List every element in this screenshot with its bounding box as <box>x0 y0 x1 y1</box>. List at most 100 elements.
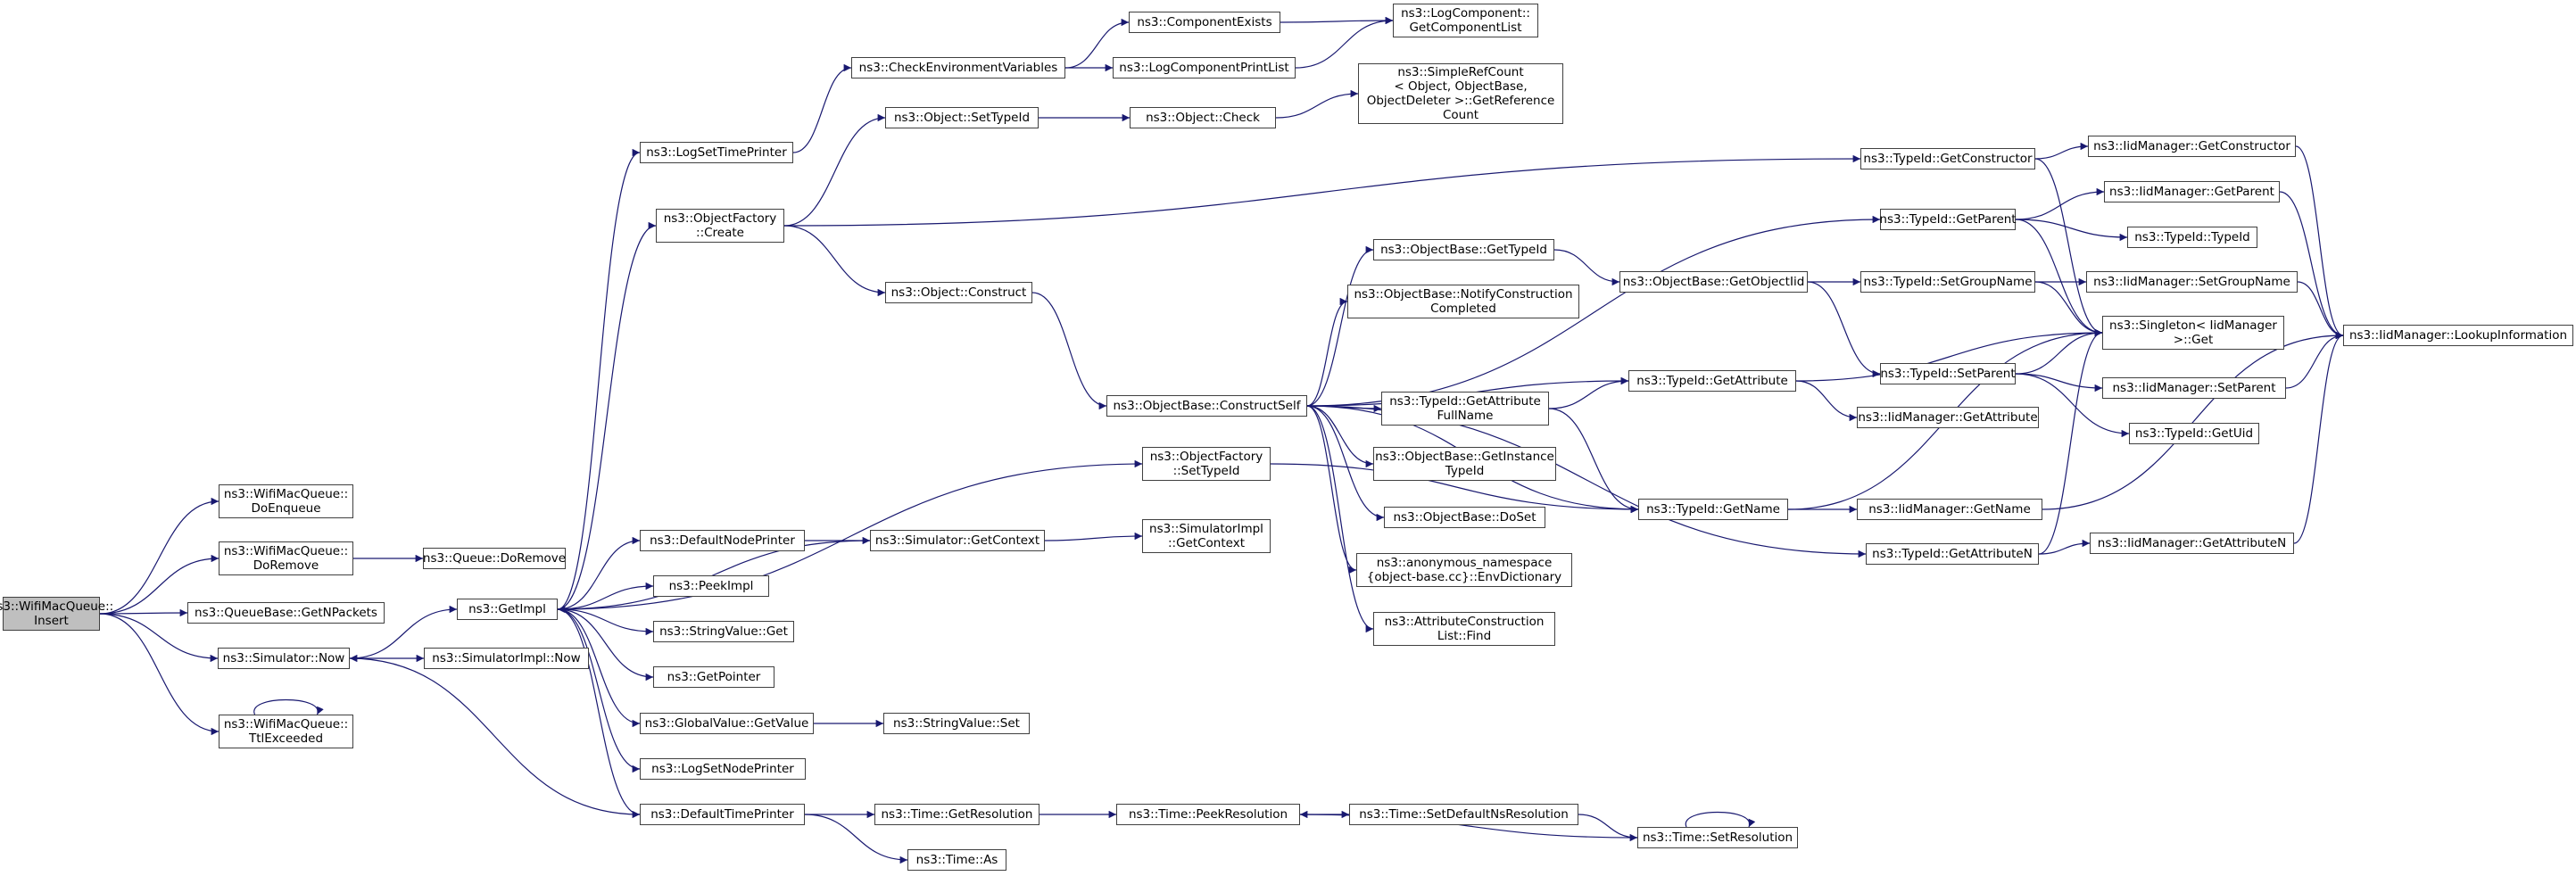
node-defaulttimeprinter[interactable]: ns3::DefaultTimePrinter <box>640 804 805 825</box>
node-objectbase-gettypeid[interactable]: ns3::ObjectBase::GetTypeId <box>1373 239 1554 260</box>
node-typeid-setparent[interactable]: ns3::TypeId::SetParent <box>1880 363 2016 384</box>
node-defaultnodeprinter[interactable]: ns3::DefaultNodePrinter <box>640 530 805 551</box>
call-edge-iidmanagersetparent-to-lookupinformation <box>2285 331 2344 389</box>
node-time-getresolution[interactable]: ns3::Time::GetResolution <box>874 804 1040 825</box>
node-time-peekresolution[interactable]: ns3::Time::PeekResolution <box>1116 804 1300 825</box>
node-peekimpl[interactable]: ns3::PeekImpl <box>653 575 769 597</box>
node-typeid-typeid[interactable]: ns3::TypeId::TypeId <box>2127 227 2257 248</box>
call-edge-insert-to-doremove <box>99 554 219 615</box>
node-objectbase-getobjectiid[interactable]: ns3::ObjectBase::GetObjectIid <box>1619 271 1808 293</box>
node-object-construct[interactable]: ns3::Object::Construct <box>885 282 1032 303</box>
call-edge-insert-to-simnow <box>99 613 219 663</box>
node-stringvalue-get[interactable]: ns3::StringValue::Get <box>653 621 794 642</box>
node-typeid-getconstructor[interactable]: ns3::TypeId::GetConstructor <box>1860 148 2035 169</box>
node-attributeconstructionlist-find[interactable]: ns3::AttributeConstruction List::Find <box>1373 612 1555 646</box>
call-edge-typeidsetparent-to-iidmanagersetparent <box>2015 373 2103 393</box>
node-object-check[interactable]: ns3::Object::Check <box>1130 107 1276 128</box>
node-stringvalue-set[interactable]: ns3::StringValue::Set <box>883 713 1030 734</box>
node-typeid-getattributen[interactable]: ns3::TypeId::GetAttributeN <box>1866 543 2039 565</box>
call-edge-iidmanagergetname-to-lookupinformation <box>2042 331 2344 510</box>
node-iidmanager-setgroupname[interactable]: ns3::IidManager::SetGroupName <box>2086 271 2298 293</box>
call-edge-insert-to-getnpackets <box>99 608 188 617</box>
node-object-settypeid[interactable]: ns3::Object::SetTypeId <box>885 107 1039 128</box>
node-logcomponentprintlist[interactable]: ns3::LogComponentPrintList <box>1113 57 1296 79</box>
node-singleton-iidmanager-get[interactable]: ns3::Singleton< IidManager >::Get <box>2102 316 2284 350</box>
call-edge-getattributefullname-to-typeidgetattribute <box>1548 376 1629 409</box>
call-edge-typeidsetgroupname-to-singletonget <box>2034 281 2103 337</box>
call-edge-checkenvvars-to-componentexists <box>1064 18 1130 69</box>
call-edge-constructself-to-envdictionary <box>1306 405 1357 574</box>
node-iidmanager-getparent[interactable]: ns3::IidManager::GetParent <box>2104 181 2280 202</box>
node-logsettimeprinter[interactable]: ns3::LogSetTimePrinter <box>640 142 793 163</box>
node-typeid-setgroupname[interactable]: ns3::TypeId::SetGroupName <box>1860 271 2035 293</box>
node-typeid-getattributefullname[interactable]: ns3::TypeId::GetAttribute FullName <box>1381 392 1549 426</box>
call-edge-typeidgetattributen-to-iidmanagergetattributen <box>2038 539 2091 555</box>
node-objectbase-constructself[interactable]: ns3::ObjectBase::ConstructSelf <box>1106 395 1307 417</box>
call-edge-defaulttimeprinter-to-timeas <box>804 814 908 864</box>
call-edge-objectfactorycreate-to-typeidgetconstructor <box>783 154 1861 227</box>
call-edge-constructself-to-attrconstructionfind <box>1306 405 1374 633</box>
node-componentexists[interactable]: ns3::ComponentExists <box>1129 12 1280 33</box>
call-edge-ttlexceeded-to-ttlexceeded <box>253 698 324 715</box>
node-wifimacqueue-doenqueue[interactable]: ns3::WifiMacQueue:: DoEnqueue <box>219 484 353 518</box>
node-objectbase-doset[interactable]: ns3::ObjectBase::DoSet <box>1384 507 1545 528</box>
node-wifimacqueue-doremove[interactable]: ns3::WifiMacQueue:: DoRemove <box>219 541 353 575</box>
call-edge-defaulttimeprinter-to-simnow <box>349 654 641 815</box>
call-edge-typeidgetparent-to-singletonget <box>2015 219 2103 337</box>
node-getpointer[interactable]: ns3::GetPointer <box>653 666 774 688</box>
call-edge-objectbasegettypeid-to-getobjectiid <box>1553 249 1620 286</box>
node-iidmanager-getconstructor[interactable]: ns3::IidManager::GetConstructor <box>2088 136 2296 157</box>
call-edge-typeidsetparent-to-typeidgetuid <box>2015 373 2130 438</box>
call-edge-typeidgetconstructor-to-singletonget <box>2034 158 2103 337</box>
node-typeid-getattribute[interactable]: ns3::TypeId::GetAttribute <box>1628 370 1796 392</box>
node-getimpl[interactable]: ns3::GetImpl <box>457 599 558 620</box>
call-edge-iidmanagergetconstructor-to-lookupinformation <box>2295 145 2344 340</box>
call-edge-iidmanagersetgroupname-to-lookupinformation <box>2297 281 2344 340</box>
call-edge-getimpl-to-logsettimeprinter <box>557 148 641 610</box>
call-edge-getattributefullname-to-typeidgetname <box>1548 408 1639 514</box>
call-edge-insert-to-ttlexceeded <box>99 613 219 736</box>
node-logcomponent-getcomponentlist[interactable]: ns3::LogComponent:: GetComponentList <box>1393 4 1538 37</box>
call-edge-logsettimeprinter-to-checkenvvars <box>792 63 852 153</box>
call-edge-simgetcontext-to-simimplgetcontext <box>1044 532 1143 541</box>
node-logsetnodeprinter[interactable]: ns3::LogSetNodePrinter <box>640 758 806 780</box>
call-edge-getobjectiid-to-typeidsetparent <box>1807 281 1881 378</box>
node-globalvalue-getvalue[interactable]: ns3::GlobalValue::GetValue <box>640 713 814 734</box>
call-edge-typeidgetparent-to-iidmanagergetparent <box>2015 187 2105 220</box>
node-checkenvironmentvariables[interactable]: ns3::CheckEnvironmentVariables <box>851 57 1065 79</box>
node-objectfactory-settypeid[interactable]: ns3::ObjectFactory ::SetTypeId <box>1142 447 1271 481</box>
call-edge-iidmanagergetattributen-to-lookupinformation <box>2293 331 2344 544</box>
node-iidmanager-lookupinformation[interactable]: ns3::IidManager::LookupInformation <box>2343 325 2573 346</box>
call-edge-getimpl-to-getpointer <box>557 608 654 682</box>
node-time-setdefaultnsresolution[interactable]: ns3::Time::SetDefaultNsResolution <box>1349 804 1578 825</box>
node-typeid-getuid[interactable]: ns3::TypeId::GetUid <box>2129 423 2259 444</box>
node-simulatorimpl-now[interactable]: ns3::SimulatorImpl::Now <box>424 648 589 669</box>
call-edge-typeidgetconstructor-to-iidmanagergetconstructor <box>2034 142 2089 160</box>
node-objectbase-notifyconstructioncompleted[interactable]: ns3::ObjectBase::NotifyConstruction Comp… <box>1347 285 1579 318</box>
node-queue-doremove[interactable]: ns3::Queue::DoRemove <box>423 548 566 569</box>
node-wifimacqueue-insert: ns3::WifiMacQueue:: Insert <box>0 597 113 631</box>
call-edge-simnow-to-getimpl <box>349 605 458 659</box>
call-edge-typeidgetparent-to-typeidtypeid <box>2015 219 2128 242</box>
node-objectbase-getinstancetypeid[interactable]: ns3::ObjectBase::GetInstance TypeId <box>1373 447 1556 481</box>
node-iidmanager-getattribute[interactable]: ns3::IidManager::GetAttribute <box>1857 407 2039 428</box>
node-typeid-getname[interactable]: ns3::TypeId::GetName <box>1638 499 1788 520</box>
call-edge-getimpl-to-stringvalueget <box>557 608 654 636</box>
node-time-as[interactable]: ns3::Time::As <box>907 849 1006 871</box>
node-simplerefcount-getreferencecount[interactable]: ns3::SimpleRefCount < Object, ObjectBase… <box>1358 63 1563 124</box>
call-edge-typeidgetattributen-to-singletonget <box>2038 328 2103 555</box>
node-typeid-getparent[interactable]: ns3::TypeId::GetParent <box>1879 209 2017 230</box>
node-simulatorimpl-getcontext[interactable]: ns3::SimulatorImpl ::GetContext <box>1142 519 1271 553</box>
node-simulator-getcontext[interactable]: ns3::Simulator::GetContext <box>870 530 1045 551</box>
call-edge-getimpl-to-logsetnodeprinter <box>557 608 641 773</box>
node-wifimacqueue-ttlexceeded[interactable]: ns3::WifiMacQueue:: TtlExceeded <box>219 715 353 748</box>
node-iidmanager-getattributen[interactable]: ns3::IidManager::GetAttributeN <box>2090 533 2294 554</box>
node-iidmanager-getname[interactable]: ns3::IidManager::GetName <box>1857 499 2042 520</box>
node-time-setresolution[interactable]: ns3::Time::SetResolution <box>1637 827 1798 848</box>
node-objectfactory-create[interactable]: ns3::ObjectFactory ::Create <box>656 209 784 243</box>
node-queuebase-getnpackets[interactable]: ns3::QueueBase::GetNPackets <box>187 602 385 624</box>
node-iidmanager-setparent[interactable]: ns3::IidManager::SetParent <box>2102 377 2286 399</box>
node-envdictionary[interactable]: ns3::anonymous_namespace {object-base.cc… <box>1356 553 1572 587</box>
node-simulator-now[interactable]: ns3::Simulator::Now <box>218 648 350 669</box>
